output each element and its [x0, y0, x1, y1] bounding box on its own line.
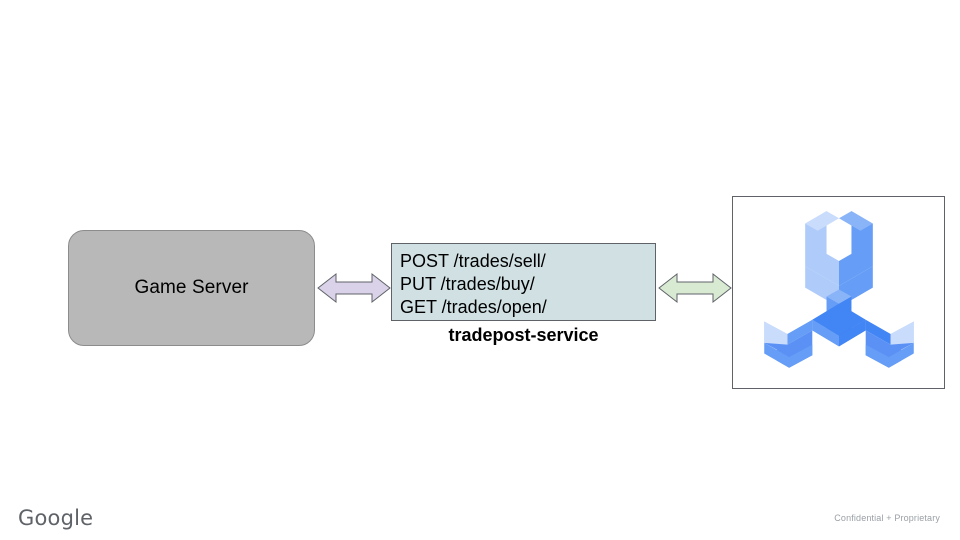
confidential-notice: Confidential + Proprietary — [834, 513, 940, 523]
left-double-arrow[interactable] — [316, 266, 392, 310]
endpoint-row: PUT /trades/buy/ — [400, 274, 535, 294]
right-double-arrow[interactable] — [657, 266, 733, 310]
google-wordmark: Google — [18, 506, 94, 530]
endpoint-row: GET /trades/open/ — [400, 297, 547, 317]
game-server-label: Game Server — [134, 277, 249, 298]
logo-panel[interactable] — [732, 196, 945, 389]
right-double-arrow-icon — [658, 272, 732, 304]
left-double-arrow-icon — [317, 272, 391, 304]
tradepost-service-caption: tradepost-service — [448, 325, 599, 345]
tradepost-service-node[interactable]: POST /trades/sell/ PUT /trades/buy/ GET … — [391, 243, 656, 321]
endpoint-row: POST /trades/sell/ — [400, 251, 546, 271]
isometric-three-prong-wrench-icon — [763, 210, 914, 368]
game-server-node[interactable]: Game Server — [68, 230, 315, 346]
